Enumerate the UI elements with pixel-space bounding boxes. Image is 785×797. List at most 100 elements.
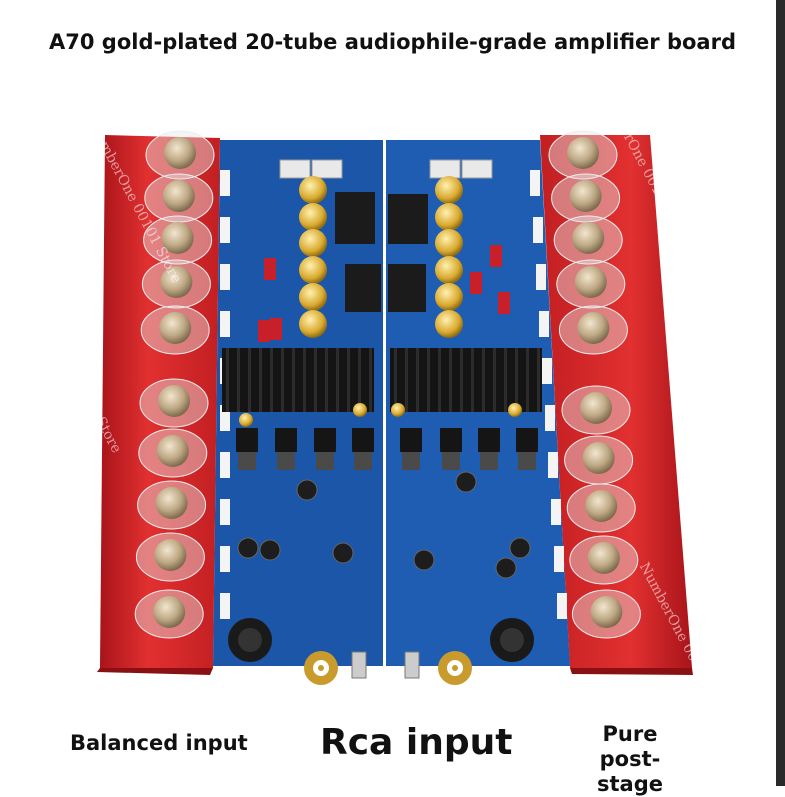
driver-transistor-base: [480, 452, 498, 470]
connector-tab: [539, 311, 549, 337]
driver-transistor-base: [518, 452, 536, 470]
capacitor: [435, 310, 463, 338]
connector-tab: [220, 452, 230, 478]
resistor: [258, 320, 270, 342]
driver-transistor: [400, 428, 422, 452]
electrolytic-capacitor: [495, 557, 517, 579]
capacitor: [435, 256, 463, 284]
power-transistor: [153, 596, 186, 628]
heatsink-fin: [427, 348, 430, 412]
heatsink-fin: [270, 348, 273, 412]
capacitor: [299, 283, 327, 311]
power-transistor: [577, 312, 610, 344]
heatsink-fin: [438, 348, 441, 412]
driver-transistor-base: [354, 452, 372, 470]
electrolytic-capacitor: [413, 549, 435, 571]
connector-tab: [557, 593, 567, 619]
driver-transistor-base: [316, 452, 334, 470]
power-transistor: [161, 222, 194, 254]
connector-tab: [542, 358, 552, 384]
heatsink-fin: [493, 348, 496, 412]
heatsink-fin: [471, 348, 474, 412]
heatsink-fin: [226, 348, 229, 412]
power-transistor: [567, 137, 599, 169]
power-transistor: [580, 392, 612, 424]
driver-transistor: [275, 428, 297, 452]
connector-tab: [220, 264, 230, 290]
resistor: [498, 292, 510, 314]
power-transistor: [156, 435, 189, 467]
heatsink-fin: [336, 348, 339, 412]
electrolytic-capacitor: [455, 471, 477, 493]
power-transistor: [569, 180, 602, 212]
capacitor: [299, 256, 327, 284]
rca-input-label: Rca input: [320, 722, 513, 763]
resistor: [270, 318, 282, 340]
connector-tab: [220, 546, 230, 572]
heatsink-fin: [537, 348, 540, 412]
small-capacitor: [391, 403, 405, 417]
driver-transistor: [236, 428, 258, 452]
connector-tab: [220, 499, 230, 525]
heatsink-fin: [237, 348, 240, 412]
power-transistor: [585, 490, 618, 522]
small-capacitor: [239, 413, 253, 427]
driver-transistor-base: [277, 452, 295, 470]
driver-transistor-base: [238, 452, 256, 470]
driver-transistor: [440, 428, 462, 452]
connector-tab: [220, 170, 230, 196]
capacitor: [435, 283, 463, 311]
heatsink-fin: [314, 348, 317, 412]
small-capacitor: [353, 403, 367, 417]
connector-tab: [220, 217, 230, 243]
finned-heatsink: [390, 348, 542, 412]
post-stage-line: post-stage: [597, 747, 663, 796]
driver-transistor: [516, 428, 538, 452]
right-heatsink-bar: [540, 135, 692, 668]
connector-tab: [220, 593, 230, 619]
power-transistor: [160, 266, 193, 298]
finned-heatsink: [222, 348, 374, 412]
heatsink-block: [388, 264, 426, 312]
heatsink-fin: [281, 348, 284, 412]
heatsink-fin: [405, 348, 408, 412]
connector-tab: [220, 405, 230, 431]
capacitor: [299, 203, 327, 231]
capacitor: [299, 310, 327, 338]
electrolytic-capacitor: [296, 479, 318, 501]
electrolytic-capacitor: [237, 537, 259, 559]
resistor: [264, 258, 276, 280]
connector-tab: [536, 264, 546, 290]
heatsink-fin: [303, 348, 306, 412]
resistor: [470, 272, 482, 294]
connector-tab: [554, 546, 564, 572]
heatsink-block: [388, 194, 428, 244]
heatsink-fin: [515, 348, 518, 412]
power-transistor: [155, 487, 188, 519]
page-title: A70 gold-plated 20-tube audiophile-grade…: [49, 30, 736, 54]
heatsink-fin: [325, 348, 328, 412]
power-transistor: [574, 266, 607, 298]
power-transistor: [164, 137, 196, 169]
power-transistor: [158, 385, 190, 417]
resistor: [490, 245, 502, 267]
driver-transistor-base: [402, 452, 420, 470]
driver-transistor: [478, 428, 500, 452]
small-capacitor: [508, 403, 522, 417]
heatsink-block: [345, 264, 381, 312]
heatsink-fin: [248, 348, 251, 412]
toggle-switch: [351, 651, 367, 679]
balanced-input-label: Balanced input: [70, 731, 248, 755]
power-transistor: [582, 442, 615, 474]
power-transistor: [590, 596, 623, 628]
heatsink-fin: [292, 348, 295, 412]
connector-tab: [533, 217, 543, 243]
heatsink-fin: [526, 348, 529, 412]
driver-transistor: [352, 428, 374, 452]
heatsink-fin: [504, 348, 507, 412]
heatsink-fin: [449, 348, 452, 412]
electrolytic-capacitor: [332, 542, 354, 564]
heatsink-block: [335, 192, 375, 244]
connector-tab: [548, 452, 558, 478]
driver-transistor: [314, 428, 336, 452]
